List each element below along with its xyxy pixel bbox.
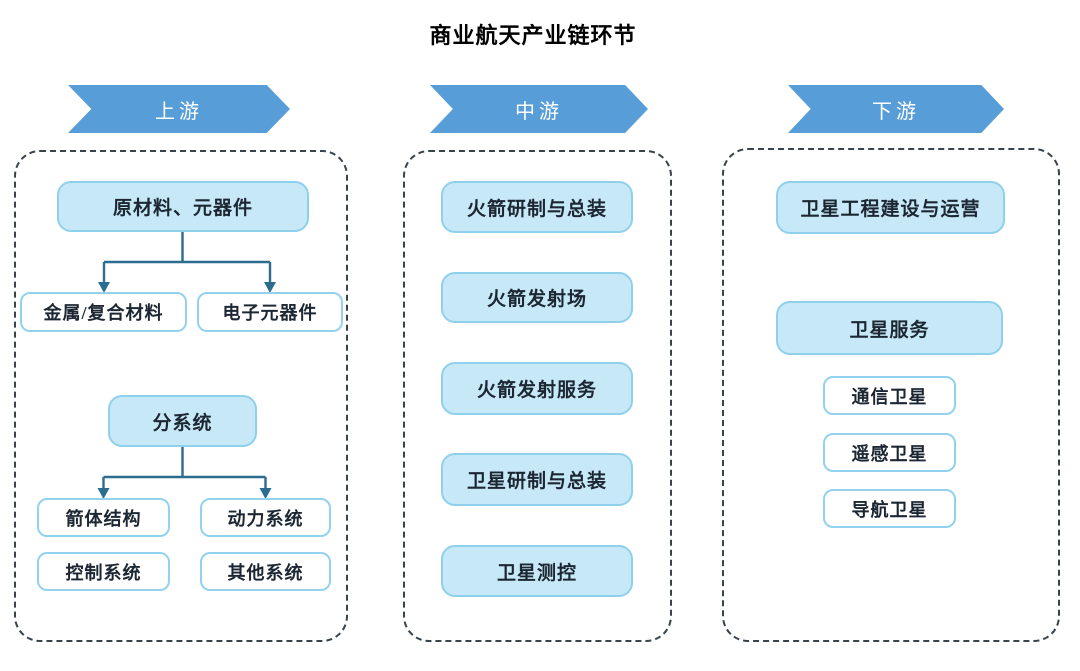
node-rocket-body-structure: 箭体结构 <box>37 498 170 537</box>
node-electronic-components: 电子元器件 <box>197 292 343 332</box>
node-satellite-engineering-construction-operation: 卫星工程建设与运营 <box>776 181 1005 234</box>
node-metal-composite-materials: 金属/复合材料 <box>20 292 187 332</box>
node-power-system: 动力系统 <box>200 498 331 537</box>
node-control-system: 控制系统 <box>37 552 170 591</box>
node-satellite-development-assembly: 卫星研制与总装 <box>441 453 633 506</box>
node-navigation-satellite: 导航卫星 <box>823 489 956 528</box>
node-rocket-launch-site: 火箭发射场 <box>441 272 633 323</box>
downstream-banner-label: 下游 <box>872 100 920 123</box>
upstream-banner-arrow: 上游 <box>68 85 290 133</box>
downstream-banner-arrow: 下游 <box>788 85 1004 133</box>
node-satellite-services: 卫星服务 <box>776 301 1003 355</box>
node-raw-materials-components: 原材料、元器件 <box>57 181 309 232</box>
node-subsystems: 分系统 <box>108 395 257 447</box>
node-other-systems: 其他系统 <box>200 552 331 591</box>
node-remote-sensing-satellite: 遥感卫星 <box>823 433 956 472</box>
node-satellite-tt-and-c: 卫星测控 <box>441 545 633 597</box>
node-rocket-launch-service: 火箭发射服务 <box>441 362 633 415</box>
midstream-banner-arrow: 中游 <box>430 85 648 133</box>
upstream-banner-label: 上游 <box>155 100 203 123</box>
midstream-banner-label: 中游 <box>515 100 563 123</box>
upstream-panel <box>14 150 348 642</box>
midstream-panel <box>403 150 672 642</box>
node-rocket-development-assembly: 火箭研制与总装 <box>441 181 633 233</box>
page-title: 商业航天产业链环节 <box>429 23 637 48</box>
downstream-panel <box>722 148 1060 642</box>
node-communication-satellite: 通信卫星 <box>823 376 956 415</box>
